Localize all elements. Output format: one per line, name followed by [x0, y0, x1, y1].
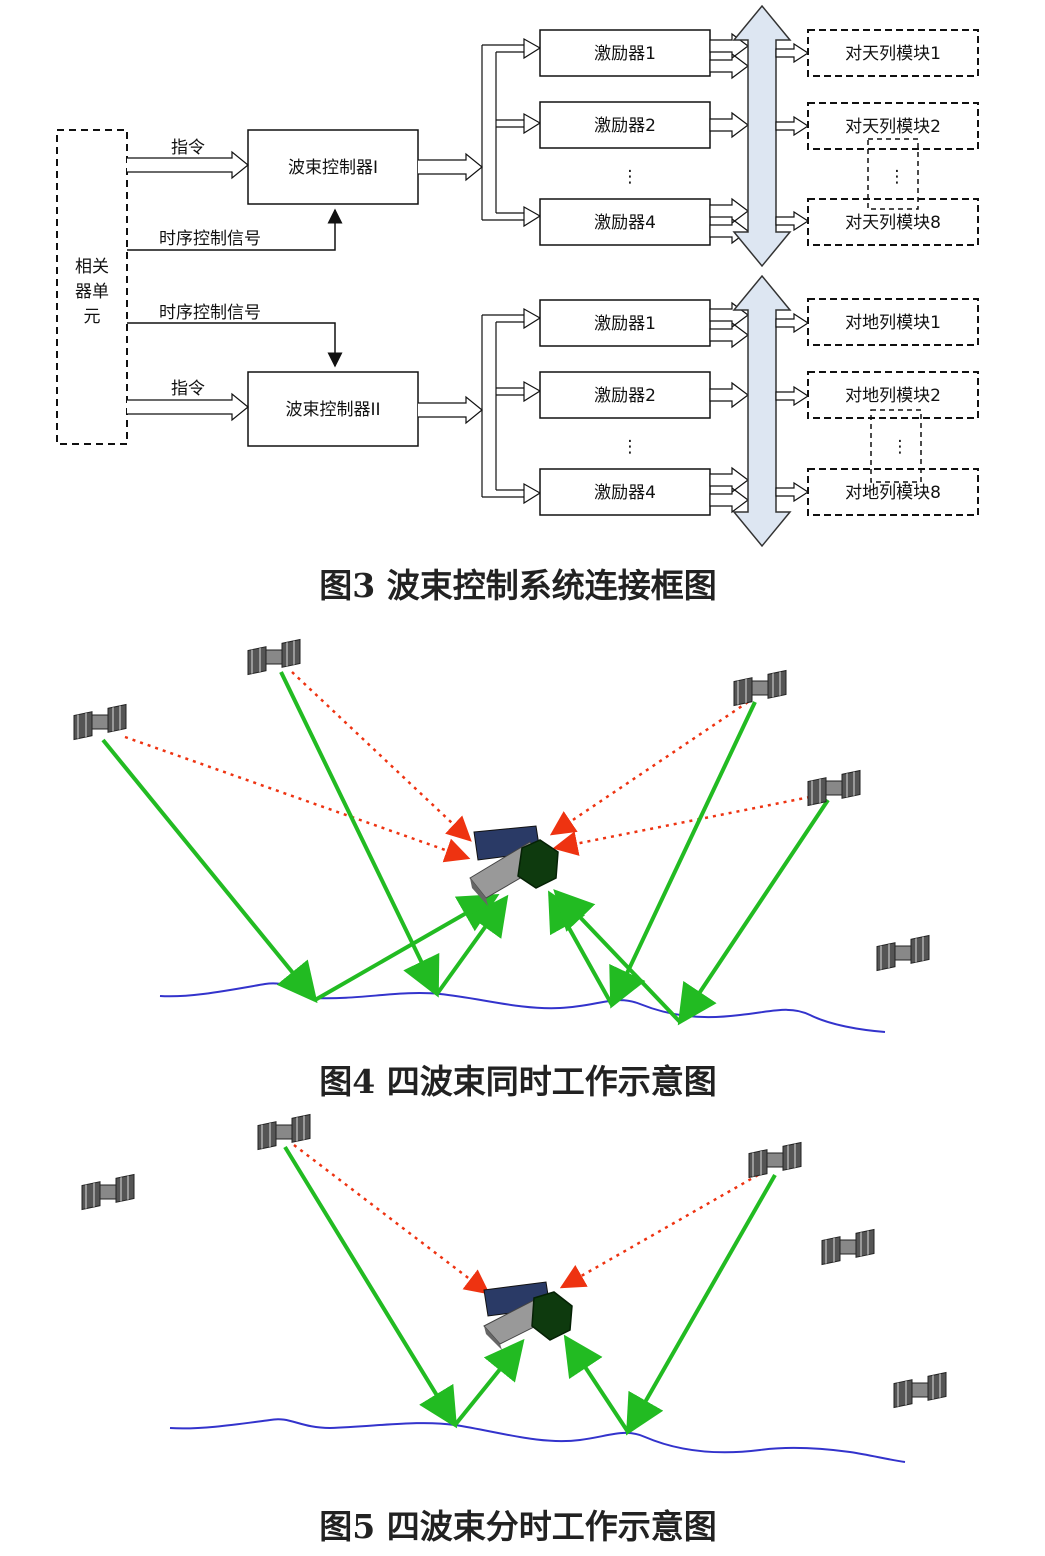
ground-module-ellipsis: ⋮: [892, 437, 909, 457]
sea-surface-fig4: [159, 982, 886, 1033]
command-arrow-1: [127, 150, 249, 180]
gnss-satellite-4-fig4: [807, 769, 861, 807]
beam-controller-2-label: 波束控制器II: [285, 400, 380, 420]
reflected-signal-rays-fig4: [101, 671, 830, 1026]
fig5-illustration: 图5 四波束分时工作示意图: [81, 1113, 947, 1546]
exciter-ellipsis-2: ⋮: [622, 437, 639, 457]
gnss-satellite-3-fig4: [733, 669, 787, 707]
ground-module-1-label: 对地列模块1: [845, 313, 941, 333]
ground-module-2-label: 对地列模块2: [845, 386, 941, 406]
sky-module-gap-box: [867, 138, 919, 210]
correlator-label-1: 相关: [75, 257, 109, 277]
correlator-label-2: 器单: [75, 282, 109, 302]
sky-module-2: [807, 102, 979, 150]
beam-controller-1-label: 波束控制器I: [288, 158, 378, 178]
sky-module-1: [807, 29, 979, 77]
exciter-4-group-1-label: 激励器4: [594, 213, 656, 233]
reflected-signal-rays-fig5: [283, 1145, 777, 1436]
beam-controller-1: [247, 129, 419, 205]
exciter-ellipsis-1: ⋮: [622, 167, 639, 187]
sky-module-2-label: 对天列模块2: [845, 117, 941, 137]
controller-1-output-arrow: [418, 152, 483, 182]
sky-module-1-label: 对天列模块1: [845, 44, 941, 64]
exciter-1-group-1: [539, 29, 711, 77]
exciter-1-group-1-label: 激励器1: [594, 44, 656, 64]
receiver-satellite-fig5: [483, 1281, 573, 1350]
ground-module-gap-box: [870, 409, 922, 483]
fig4-illustration: 图4 四波束同时工作示意图: [73, 638, 930, 1101]
gnss-satellite-2-fig5: [748, 1141, 802, 1179]
gnss-satellite-5-fig4: [876, 934, 930, 972]
gnss-satellite-4-fig5: [821, 1228, 875, 1266]
fig3-block-diagram: 相关 器单 元 波束控制器I 波束控制器II 指令 指令 时序控制信号 时序控制…: [56, 4, 979, 605]
fig3-caption: 图3 波束控制系统连接框图: [319, 566, 716, 605]
command-arrow-2: [127, 392, 249, 422]
controller-2-output-arrow: [418, 395, 483, 425]
ground-module-2: [807, 371, 979, 419]
bus-arrow-2: [732, 274, 792, 548]
gnss-satellite-1-fig5: [257, 1113, 311, 1151]
bus-to-module-arrows: [775, 42, 810, 503]
timing-signal-line-2: [127, 322, 343, 368]
direct-signal-rays-fig5: [293, 1144, 759, 1295]
sky-module-ellipsis: ⋮: [889, 167, 906, 187]
exciter-to-bus-arrows: [709, 32, 749, 514]
exciter-4-group-2: [539, 468, 711, 516]
ground-module-1: [807, 298, 979, 346]
exciter-4-group-2-label: 激励器4: [594, 483, 656, 503]
command-label-2: 指令: [171, 379, 205, 399]
ground-module-8: [807, 468, 979, 516]
gnss-satellite-2-fig4: [247, 638, 301, 676]
correlator-label-3: 元: [84, 307, 101, 327]
timing-signal-line-1: [127, 208, 343, 251]
exciter-2-group-2-label: 激励器2: [594, 386, 656, 406]
gnss-satellite-5-fig5: [893, 1371, 947, 1409]
timing-label-1: 时序控制信号: [159, 229, 261, 249]
command-label-1: 指令: [171, 138, 205, 158]
beam-controller-2: [247, 371, 419, 447]
gnss-satellite-3-fig5: [81, 1173, 135, 1211]
sky-module-8: [807, 198, 979, 246]
exciter-1-group-2: [539, 299, 711, 347]
gnss-satellite-1-fig4: [73, 703, 127, 741]
receiver-satellite-fig4: [469, 825, 559, 906]
sea-surface-fig5: [169, 1418, 906, 1463]
timing-label-2: 时序控制信号: [159, 303, 261, 323]
fan-out-2: [481, 307, 542, 505]
bus-arrow-1: [732, 4, 792, 268]
ground-module-8-label: 对地列模块8: [845, 483, 941, 503]
direct-signal-rays-fig4: [124, 671, 811, 863]
fan-out-1: [481, 37, 542, 228]
sky-module-8-label: 对天列模块8: [845, 213, 941, 233]
exciter-2-group-1-label: 激励器2: [594, 116, 656, 136]
fig4-caption: 图4 四波束同时工作示意图: [319, 1062, 716, 1101]
exciter-4-group-1: [539, 198, 711, 246]
exciter-2-group-2: [539, 371, 711, 419]
exciter-1-group-2-label: 激励器1: [594, 314, 656, 334]
fig5-caption: 图5 四波束分时工作示意图: [319, 1507, 716, 1546]
